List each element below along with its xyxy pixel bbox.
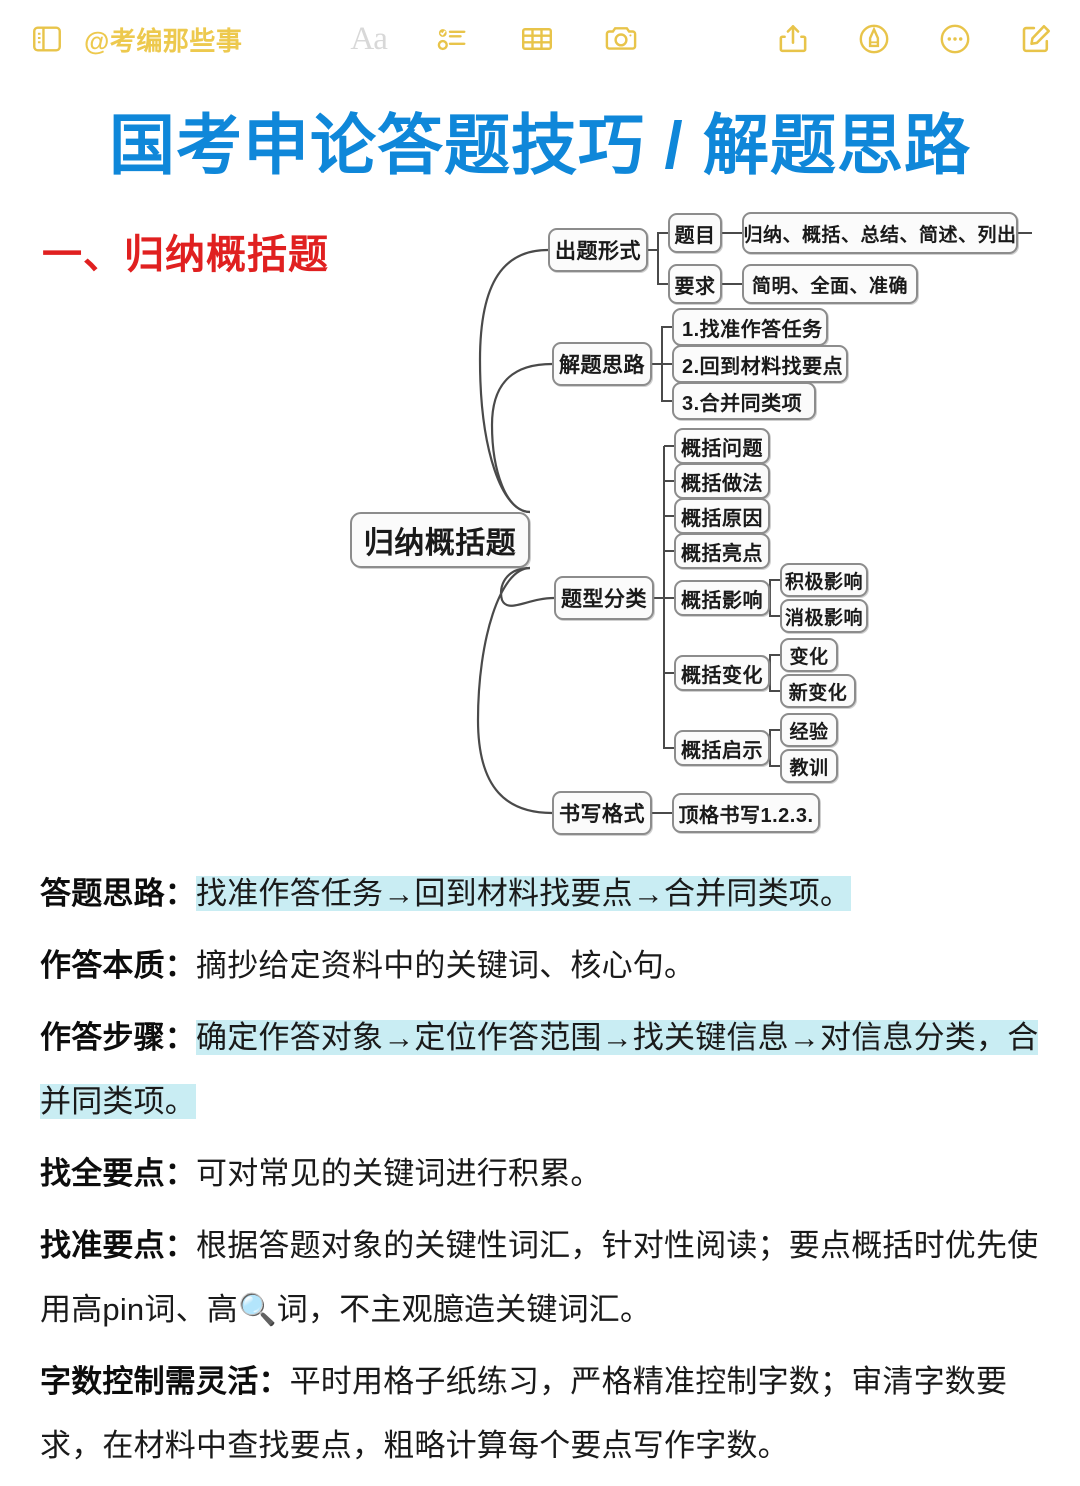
mindmap-node-step-2: 2.回到材料找要点 — [672, 345, 848, 383]
mindmap-node-bianhua: 变化 — [780, 638, 838, 672]
paragraph-zishukongzhi: 字数控制需灵活：平时用格子纸练习，严格精准控制字数；审清字数要求，在材料中查找要… — [40, 1350, 1050, 1478]
mindmap-node-yaoqiu: 要求 — [668, 264, 722, 304]
mindmap-node-gaikuoliangdian: 概括亮点 — [674, 533, 770, 569]
mindmap-node-jijiyingxiang: 积极影响 — [780, 563, 868, 597]
paragraph-zhaozhunyaodian: 找准要点：根据答题对象的关键性词汇，针对性阅读；要点概括时优先使用高pin词、高… — [40, 1214, 1050, 1342]
paragraph-lead: 答题思路： — [40, 876, 196, 911]
mindmap-node-gaikuowenti: 概括问题 — [674, 428, 770, 464]
account-name: @考编那些事 — [84, 25, 243, 56]
mindmap-node-timu-detail: 归纳、概括、总结、简述、列出 — [742, 212, 1018, 254]
note-toolbar: @考编那些事 Aa — [0, 0, 1080, 78]
mindmap-node-gaikuoyuanyin: 概括原因 — [674, 498, 770, 534]
share-icon[interactable] — [775, 21, 811, 57]
mindmap-node-gaikuobianhua: 概括变化 — [674, 655, 770, 691]
paragraph-lead: 字数控制需灵活： — [40, 1364, 290, 1399]
mindmap-node-gaikuoyingxiang: 概括影响 — [674, 580, 770, 616]
mindmap-node-gaikuoqishi: 概括启示 — [674, 730, 770, 766]
mindmap-node-xiaojiyingxiang: 消极影响 — [780, 599, 868, 633]
mindmap-node-gaikuozuofa: 概括做法 — [674, 463, 770, 499]
mindmap-node-jietisilu: 解题思路 — [552, 342, 652, 386]
sidebar-icon[interactable] — [30, 22, 64, 56]
paragraph-zhaoquanyaodian: 找全要点：可对常见的关键词进行积累。 — [40, 1142, 1050, 1206]
mindmap-node-dinggeshuxie: 顶格书写1.2.3. — [672, 793, 820, 833]
mindmap-node-tixingfenlei: 题型分类 — [554, 576, 654, 620]
mindmap-node-timu: 题目 — [668, 213, 722, 253]
markup-pen-icon[interactable] — [856, 21, 892, 57]
paragraph-text: 词，不主观臆造关键词汇。 — [276, 1292, 652, 1327]
page-title: 国考申论答题技巧 / 解题思路 — [108, 108, 971, 182]
more-ellipsis-icon[interactable] — [937, 21, 973, 57]
camera-icon[interactable] — [603, 21, 639, 57]
paragraph-lead: 作答步骤： — [40, 1020, 196, 1055]
paragraph-zuodabuzhou: 作答步骤：确定作答对象→定位作答范围→找关键信息→对信息分类，合并同类项。 — [40, 1006, 1050, 1134]
mindmap-node-yaoqiu-detail: 简明、全面、准确 — [742, 264, 918, 304]
section-heading: 一、归纳概括题 — [42, 233, 329, 277]
mindmap-node-shuxiegeshi: 书写格式 — [552, 791, 652, 835]
magnifier-icon: 🔍 — [237, 1292, 277, 1328]
mindmap-node-jiaoxun: 教训 — [780, 749, 838, 783]
paragraph-lead: 找准要点： — [40, 1228, 196, 1263]
checklist-icon[interactable] — [435, 21, 471, 57]
text-format-icon[interactable]: Aa — [350, 20, 387, 57]
note-body: 答题思路：找准作答任务→回到材料找要点→合并同类项。 作答本质：摘抄给定资料中的… — [40, 862, 1050, 1486]
mindmap-node-chutixingshi: 出题形式 — [548, 228, 648, 272]
paragraph-datisilu: 答题思路：找准作答任务→回到材料找要点→合并同类项。 — [40, 862, 1050, 926]
mindmap-node-jingyan: 经验 — [780, 713, 838, 747]
paragraph-lead: 作答本质： — [40, 948, 196, 983]
mindmap-root-node: 归纳概括题 — [350, 512, 530, 568]
paragraph-text: 可对常见的关键词进行积累。 — [196, 1156, 602, 1191]
mindmap-diagram: 归纳概括题 出题形式 解题思路 题型分类 书写格式 题目 归纳、概括、总结、简述… — [330, 212, 1050, 850]
mindmap-node-step-1: 1.找准作答任务 — [672, 308, 828, 346]
paragraph-text: 摘抄给定资料中的关键词、核心句。 — [196, 948, 696, 983]
mindmap-node-xinbianhua: 新变化 — [780, 674, 856, 708]
paragraph-zuodabenzhi: 作答本质：摘抄给定资料中的关键词、核心句。 — [40, 934, 1050, 998]
table-icon[interactable] — [519, 21, 555, 57]
paragraph-text: 根据答题对象的关键性词汇，针对性阅读；要点概括时优先使用高pin词、高 — [40, 1228, 1039, 1327]
compose-icon[interactable] — [1018, 21, 1054, 57]
paragraph-lead: 找全要点： — [40, 1156, 196, 1191]
highlighted-text: 找准作答任务→回到材料找要点→合并同类项。 — [196, 876, 852, 911]
mindmap-node-step-3: 3.合并同类项 — [672, 382, 816, 420]
